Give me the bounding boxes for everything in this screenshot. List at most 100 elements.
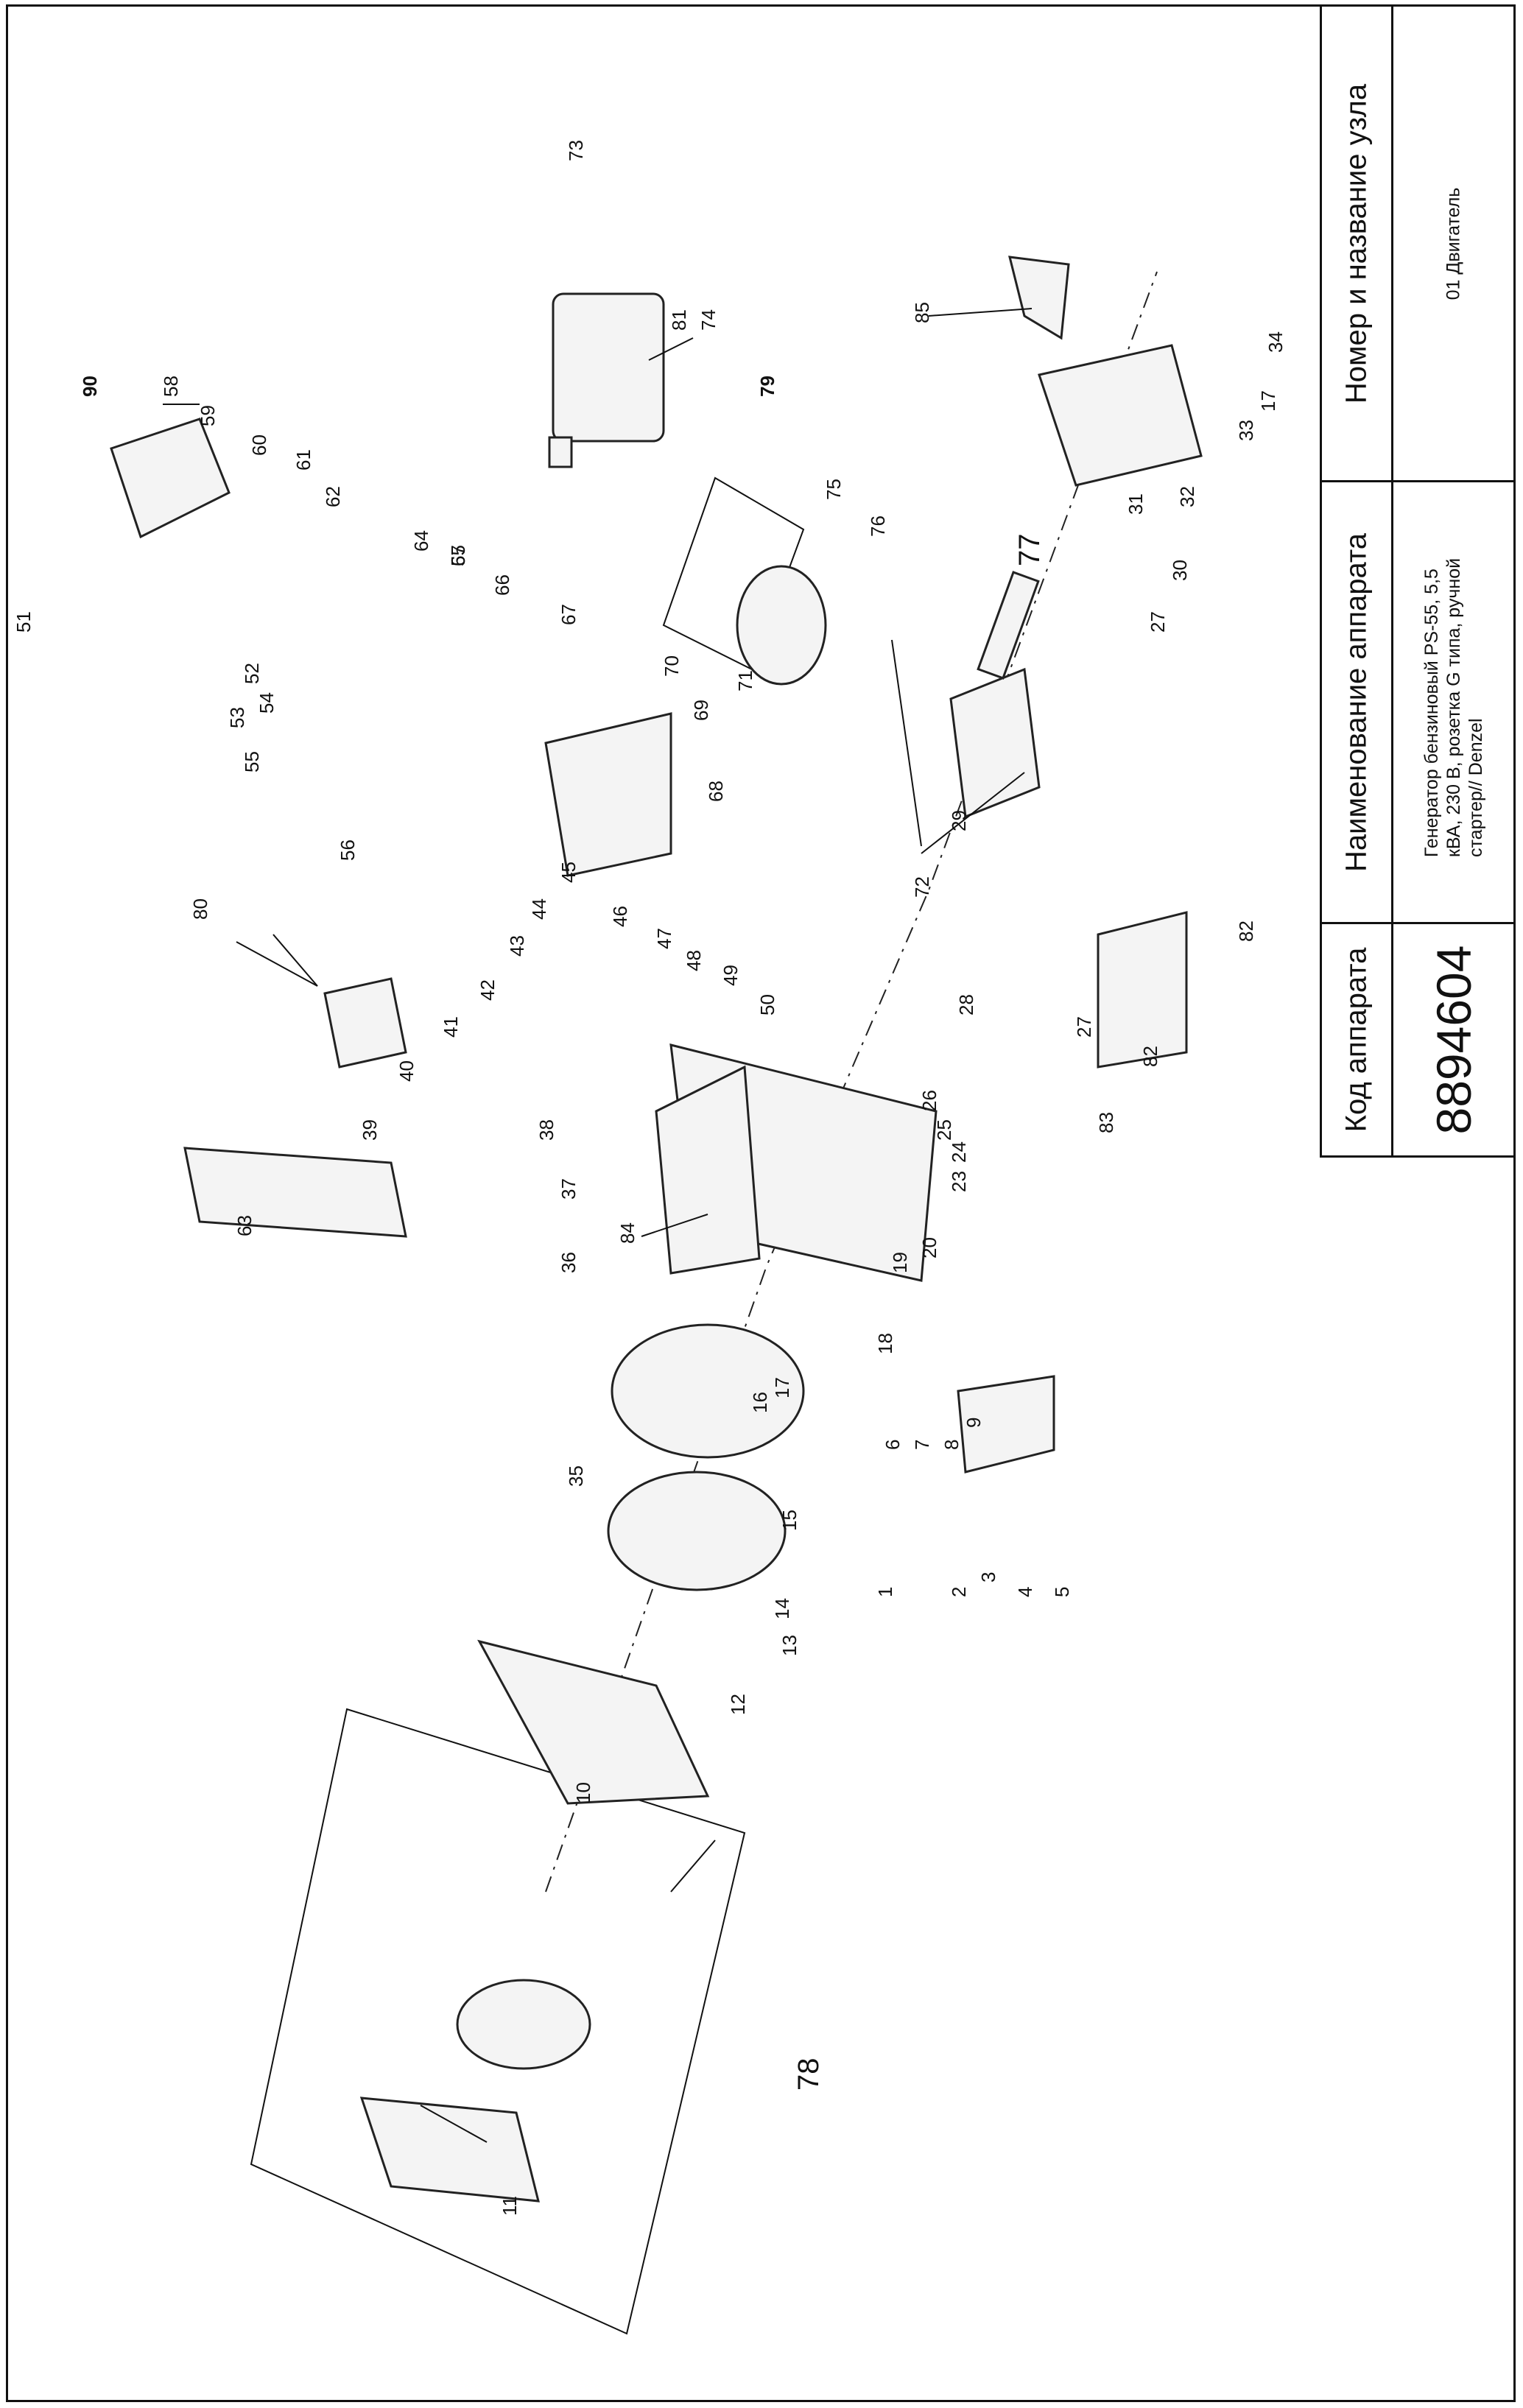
callout-43: 43 — [506, 935, 528, 957]
callout-39: 39 — [359, 1119, 381, 1141]
callout-16: 16 — [749, 1392, 771, 1413]
callout-49: 49 — [720, 965, 742, 986]
callout-24: 24 — [948, 1141, 970, 1163]
callout-53: 53 — [226, 707, 248, 728]
title-block-assembly-header-cell: Номер и название узла — [1320, 4, 1393, 482]
callout-56: 56 — [337, 839, 359, 861]
callout-84: 84 — [616, 1222, 639, 1244]
callout-78: 78 — [792, 2058, 825, 2091]
callout-69: 69 — [690, 700, 712, 721]
assembly-header: Номер и название узла — [1340, 83, 1373, 404]
callout-34: 34 — [1265, 331, 1287, 353]
callout-83: 83 — [1095, 1112, 1117, 1133]
callout-59: 59 — [197, 405, 219, 426]
callout-3: 3 — [977, 1572, 999, 1583]
callout-45: 45 — [558, 862, 580, 883]
callout-33: 33 — [1235, 420, 1257, 441]
callout-51: 51 — [13, 611, 35, 633]
callout-61: 61 — [292, 449, 314, 471]
callout-74: 74 — [697, 309, 720, 331]
title-block-device-cell: Генератор бензиновый PS-55, 5,5 кВА, 230… — [1391, 480, 1516, 924]
crankshaft-part — [949, 571, 1041, 819]
callout-29: 29 — [948, 810, 970, 831]
callout-12: 12 — [727, 1694, 749, 1715]
callout-57: 57 — [447, 545, 469, 566]
callout-13: 13 — [778, 1635, 801, 1656]
callout-71: 71 — [734, 670, 756, 691]
callout-82: 82 — [1235, 920, 1257, 942]
starter-housing-part — [359, 1979, 591, 2203]
callout-8: 8 — [940, 1440, 963, 1450]
callout-2: 2 — [948, 1587, 970, 1597]
callout-32: 32 — [1176, 486, 1198, 507]
callout-67: 67 — [558, 604, 580, 625]
callout-54: 54 — [256, 692, 278, 714]
grille-part — [1008, 256, 1070, 340]
callout-31: 31 — [1125, 493, 1147, 515]
callout-17: 17 — [771, 1377, 793, 1398]
callout-17: 17 — [1257, 390, 1279, 412]
callout-73: 73 — [565, 140, 587, 161]
carburetor-part — [323, 977, 407, 1069]
callout-9: 9 — [963, 1418, 985, 1428]
callout-66: 66 — [491, 574, 513, 596]
callout-80: 80 — [189, 898, 211, 920]
callout-11: 11 — [499, 2196, 521, 2216]
title-block-code-cell: 8894604 — [1391, 922, 1516, 1158]
callout-27: 27 — [1073, 1016, 1095, 1038]
callout-55: 55 — [241, 751, 263, 772]
callout-38: 38 — [535, 1119, 558, 1141]
title-block-code-header-cell: Код аппарата — [1320, 922, 1393, 1158]
assembly-axis — [545, 271, 1158, 1893]
muffler-part — [548, 292, 665, 468]
callout-15: 15 — [778, 1510, 801, 1531]
flywheel-fan-part — [607, 1323, 805, 1591]
callout-72: 72 — [911, 876, 933, 898]
callout-10: 10 — [572, 1782, 594, 1803]
callout-18: 18 — [874, 1333, 896, 1354]
callout-44: 44 — [528, 898, 550, 920]
air-filter-part — [183, 1147, 407, 1238]
callout-37: 37 — [558, 1178, 580, 1200]
callout-65: 65 — [447, 545, 469, 566]
device-value: Генератор бензиновый PS-55, 5,5 кВА, 230… — [1421, 557, 1486, 857]
governor-lever-part — [957, 1375, 1055, 1474]
callout-47: 47 — [653, 928, 675, 949]
callout-62: 62 — [322, 486, 344, 507]
callout-52: 52 — [241, 663, 263, 684]
callout-50: 50 — [756, 994, 778, 1015]
callout-41: 41 — [440, 1016, 462, 1038]
leader-lines — [163, 308, 1033, 2143]
cylinder-head-part — [544, 712, 672, 877]
callout-26: 26 — [918, 1090, 940, 1111]
callout-77: 77 — [1013, 534, 1046, 567]
fan-cover-part — [477, 1639, 710, 1805]
callout-5: 5 — [1051, 1587, 1073, 1597]
crankcase-cover-part — [1038, 344, 1203, 487]
callout-64: 64 — [410, 530, 432, 552]
crankcase-part — [655, 1043, 938, 1282]
title-block-assembly-cell: 01 Двигатель — [1391, 4, 1516, 482]
callout-14: 14 — [771, 1598, 793, 1619]
callout-36: 36 — [558, 1252, 580, 1273]
valve-cover-part — [110, 418, 231, 539]
device-header: Наименование аппарата — [1340, 532, 1373, 872]
callout-79: 79 — [756, 376, 778, 397]
callout-90: 90 — [79, 376, 101, 397]
callout-6: 6 — [882, 1440, 904, 1450]
code-header: Код аппарата — [1340, 947, 1373, 1133]
callout-27: 27 — [1147, 611, 1169, 633]
callout-4: 4 — [1014, 1587, 1036, 1597]
callout-68: 68 — [705, 781, 727, 802]
callout-60: 60 — [248, 434, 270, 456]
callout-20: 20 — [918, 1237, 940, 1258]
callout-30: 30 — [1169, 560, 1191, 581]
callout-76: 76 — [867, 515, 889, 537]
callout-75: 75 — [823, 479, 845, 500]
camshaft-part — [1097, 911, 1188, 1069]
callout-81: 81 — [668, 309, 690, 331]
title-block-device-header-cell: Наименование аппарата — [1320, 480, 1393, 924]
callout-85: 85 — [911, 302, 933, 323]
callout-48: 48 — [683, 950, 705, 971]
